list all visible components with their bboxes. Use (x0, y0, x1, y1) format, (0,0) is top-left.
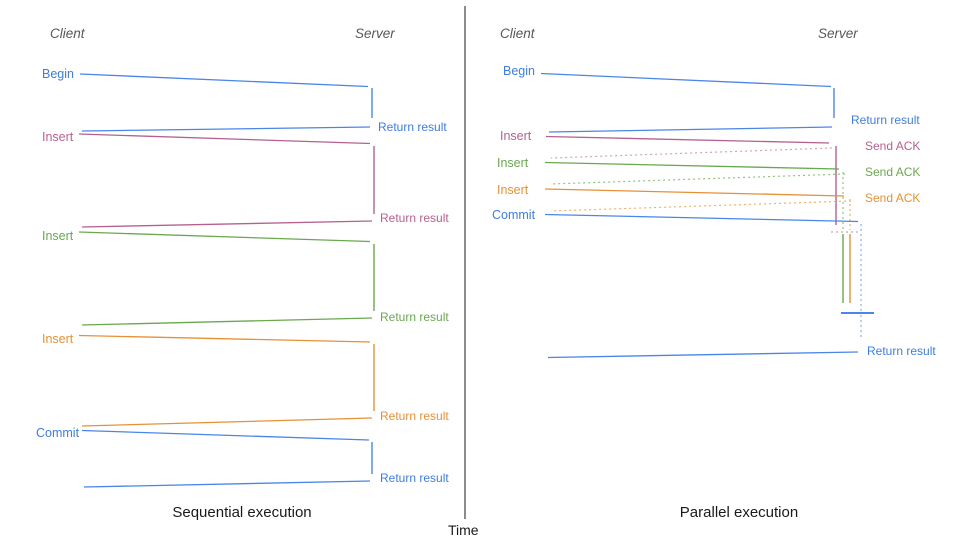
seq-commit-label: Commit (36, 426, 80, 440)
seq-op-insert-3: Insert Return result (42, 332, 449, 427)
seq-insert3-response-arrow (81, 417, 373, 427)
par-begin-response-label: Return result (851, 113, 920, 127)
seq-begin-response-label: Return result (378, 120, 447, 134)
seq-insert3-response-label: Return result (380, 409, 449, 423)
seq-insert1-label: Insert (42, 130, 74, 144)
par-op-insert-3: Insert Send ACK (497, 183, 920, 303)
seq-insert1-response-label: Return result (380, 211, 449, 225)
par-begin-label: Begin (503, 64, 535, 78)
par-op-insert-2: Insert Send ACK (497, 156, 920, 303)
time-axis-label: Time (448, 522, 479, 538)
seq-insert2-request-arrow (78, 231, 371, 243)
seq-insert3-label: Insert (42, 332, 74, 346)
sequential-panel: Client Server Begin Return result Insert… (36, 26, 449, 521)
seq-commit-request-arrow (81, 429, 370, 441)
seq-op-commit: Commit Return result (36, 426, 449, 488)
par-insert3-label: Insert (497, 183, 529, 197)
par-insert1-request-arrow (545, 135, 830, 144)
par-op-commit: Commit Return result (492, 208, 936, 359)
par-begin-request-arrow (540, 72, 832, 88)
par-insert2-ack-arrow (550, 173, 846, 185)
seq-op-begin: Begin Return result (42, 67, 447, 134)
seq-begin-label: Begin (42, 67, 74, 81)
par-insert1-ack-label: Send ACK (865, 139, 920, 153)
par-insert2-label: Insert (497, 156, 529, 170)
parallel-title: Parallel execution (680, 504, 798, 521)
par-insert3-ack-arrow (550, 200, 852, 212)
par-commit-label: Commit (492, 208, 536, 222)
seq-client-header: Client (50, 26, 86, 41)
par-op-insert-1: Insert Send ACK (500, 129, 920, 225)
seq-insert2-response-label: Return result (380, 310, 449, 324)
seq-insert3-request-arrow (78, 334, 371, 343)
seq-commit-response-label: Return result (380, 471, 449, 485)
par-server-header: Server (818, 26, 858, 41)
par-insert1-ack-arrow (550, 147, 833, 159)
parallel-panel: Client Server Begin Return result Insert… (492, 26, 936, 521)
par-insert2-request-arrow (544, 161, 840, 170)
seq-server-header: Server (355, 26, 395, 41)
seq-begin-response-arrow (81, 126, 371, 132)
seq-op-insert-2: Insert Return result (42, 229, 449, 326)
par-insert3-request-arrow (544, 188, 845, 197)
par-insert3-ack-label: Send ACK (865, 191, 920, 205)
par-client-header: Client (500, 26, 536, 41)
seq-begin-request-arrow (79, 73, 369, 88)
seq-insert1-request-arrow (78, 133, 371, 145)
sequential-title: Sequential execution (172, 504, 311, 521)
seq-insert2-response-arrow (81, 317, 373, 326)
seq-insert2-label: Insert (42, 229, 74, 243)
par-op-begin: Begin Return result (503, 64, 920, 133)
seq-insert1-response-arrow (81, 220, 373, 228)
par-commit-response-label: Return result (867, 344, 936, 358)
seq-commit-response-arrow (83, 480, 371, 488)
par-begin-response-arrow (548, 126, 833, 133)
time-axis: Time (448, 6, 479, 538)
par-insert1-label: Insert (500, 129, 532, 143)
par-commit-response-arrow (547, 351, 859, 359)
par-insert2-ack-label: Send ACK (865, 165, 920, 179)
seq-op-insert-1: Insert Return result (42, 130, 449, 228)
par-commit-request-arrow (544, 213, 859, 223)
